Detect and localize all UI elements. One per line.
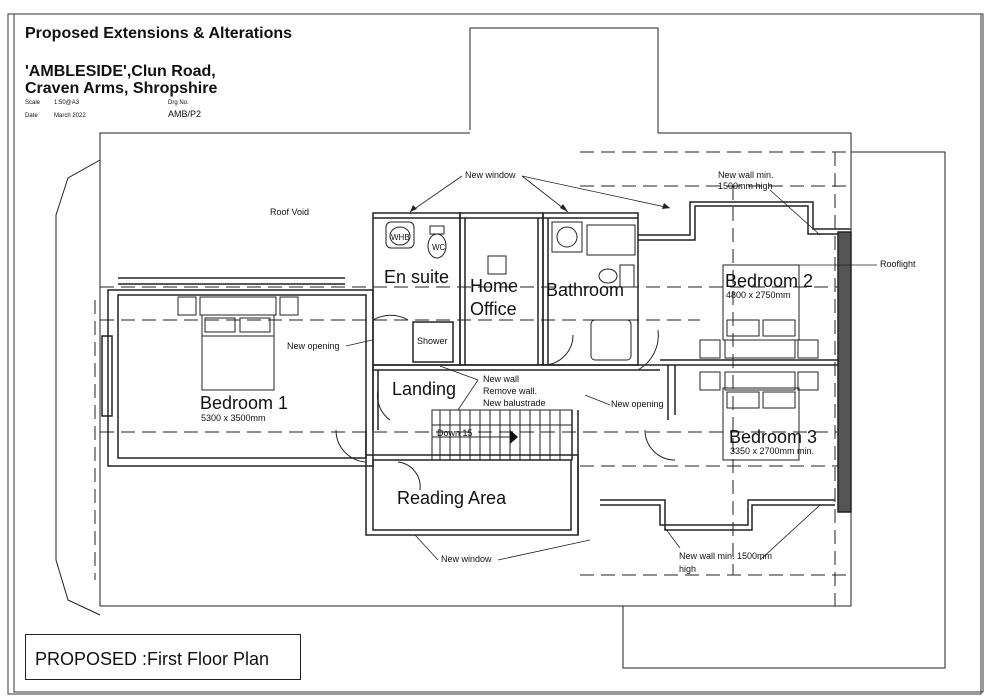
bedroom3-label: Bedroom 3 [729, 427, 818, 447]
bedroom1-walls [101, 277, 374, 467]
shower-label: Shower [417, 336, 448, 346]
dashed-lines [94, 151, 851, 607]
address-line-1: 'AMBLESIDE',Clun Road, [25, 63, 216, 80]
whb-label: WHB [391, 233, 410, 242]
stairs-down-note: Down 15 [437, 428, 473, 438]
plan-title-box: PROPOSED :First Floor Plan [25, 634, 301, 680]
new-wall-note-3: New balustrade [483, 398, 546, 408]
new-wall-note-2: Remove wall. [483, 386, 538, 396]
door-swings [335, 314, 676, 491]
home-office-label-1: Home [470, 276, 519, 296]
rooflight-note: Rooflight [880, 259, 916, 269]
ensuite-label: En suite [384, 267, 450, 287]
drg-value: AMB/P2 [168, 109, 202, 119]
scale-value: 1:50@A3 [54, 100, 80, 106]
landing-label: Landing [392, 379, 457, 399]
sheet-border [7, 13, 984, 695]
scale-label: Scale [25, 100, 41, 106]
stair-arrow [510, 430, 518, 444]
new-opening-right-note: New opening [611, 399, 664, 409]
bedroom2-3-beds [699, 264, 819, 461]
wc-label: WC [432, 243, 446, 252]
leader-lines [345, 175, 877, 561]
roof-outline [55, 27, 946, 669]
bedroom1-size: 5300 x 3500mm [201, 413, 266, 423]
bedroom2-3-walls [600, 201, 852, 531]
reading-area-walls [365, 410, 579, 536]
home-office-label-2: Office [470, 299, 517, 319]
drawing-title: Proposed Extensions & Alterations [25, 25, 293, 42]
new-opening-left-note: New opening [287, 341, 340, 351]
bedroom2-label: Bedroom 2 [725, 271, 814, 291]
new-wall-top-note-1: New wall min. [718, 170, 774, 180]
address-line-2: Craven Arms, Shropshire [25, 80, 218, 97]
central-walls [372, 212, 660, 430]
new-window-bottom-note: New window [441, 554, 492, 564]
leader-arrows [410, 203, 670, 212]
drg-label: Drg No. [168, 100, 189, 106]
sanitary-fixtures [385, 221, 636, 361]
reading-area-label: Reading Area [397, 488, 507, 508]
date-value: March 2022 [54, 113, 86, 119]
new-wall-note-1: New wall [483, 374, 520, 384]
roof-void-label: Roof Void [270, 207, 310, 217]
date-label: Date [25, 113, 38, 119]
bathroom-label: Bathroom [546, 280, 625, 300]
bedroom1-label: Bedroom 1 [200, 393, 289, 413]
plan-title: PROPOSED :First Floor Plan [35, 649, 270, 669]
new-wall-bottom-note-2: high [679, 564, 697, 574]
bedroom3-size: 3350 x 2700mm min. [730, 446, 815, 456]
bedroom2-size: 4800 x 2750mm [726, 290, 791, 300]
new-window-top-note: New window [465, 170, 516, 180]
bedroom1-bed [177, 296, 299, 391]
new-wall-bottom-note-1: New wall min. 1500mm [679, 551, 773, 561]
new-wall-top-note-2: 1500mm high [718, 181, 773, 191]
